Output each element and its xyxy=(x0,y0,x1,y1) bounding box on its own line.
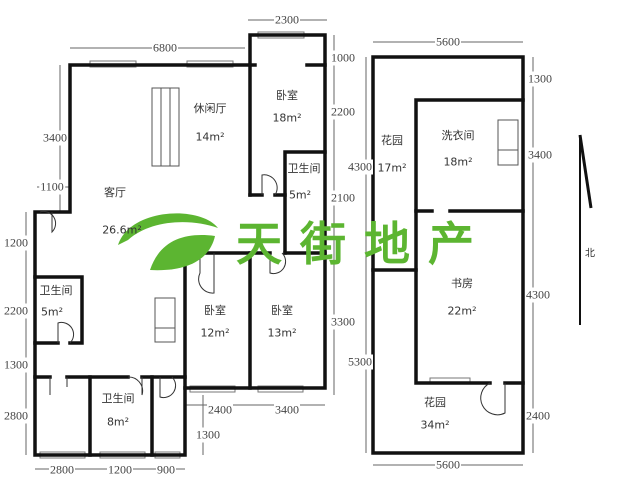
room-area-bedroom-13: 13m² xyxy=(267,326,297,340)
dim-label: 2800 xyxy=(49,462,75,478)
dim-label: 2300 xyxy=(274,12,300,28)
watermark-logo xyxy=(118,213,218,271)
dim-label: 1300 xyxy=(195,427,221,443)
room-name-bedroom-18: 卧室 xyxy=(276,89,298,102)
dim-label: 2400 xyxy=(525,408,551,424)
room-area-study: 22m² xyxy=(447,304,477,318)
dim-label: 4300 xyxy=(347,159,373,175)
dim-label: 6800 xyxy=(152,40,178,56)
walls xyxy=(33,33,525,457)
dim-label: 2200 xyxy=(330,104,356,120)
dim-label: 2100 xyxy=(330,190,356,206)
dim-label: 1200 xyxy=(3,235,29,251)
room-name-garden-17: 花园 xyxy=(381,134,403,147)
dim-label: 5600 xyxy=(435,34,461,50)
room-area-bedroom-18: 18m² xyxy=(272,111,302,125)
north-label: 北 xyxy=(585,248,595,260)
dim-label: 3400 xyxy=(527,147,553,163)
dim-label: 3300 xyxy=(330,314,356,330)
dim-label: 2200 xyxy=(3,303,29,319)
dim-label: 900 xyxy=(156,462,176,478)
room-name-living-room: 客厅 xyxy=(104,186,126,199)
stairs-icon xyxy=(151,87,519,343)
dim-label: 5600 xyxy=(435,457,461,473)
dim-label: 1200 xyxy=(107,462,133,478)
north-arrow-icon xyxy=(578,134,593,325)
room-area-garden-17: 17m² xyxy=(377,161,407,175)
room-name-bathroom-5a: 卫生间 xyxy=(287,162,321,175)
dim-label: 1000 xyxy=(330,50,356,66)
room-name-bedroom-13: 卧室 xyxy=(271,304,293,317)
room-name-bedroom-12: 卧室 xyxy=(204,304,226,317)
dim-label: 1300 xyxy=(3,357,29,373)
dim-label: 1300 xyxy=(527,71,553,87)
dim-label: 5300 xyxy=(347,354,373,370)
dimension-lines xyxy=(25,19,534,470)
room-area-lounge: 14m² xyxy=(195,130,225,144)
room-area-bathroom-5a: 5m² xyxy=(288,188,312,202)
room-name-study: 书房 xyxy=(451,277,473,290)
dim-label: 3400 xyxy=(42,130,68,146)
room-name-garden-34: 花园 xyxy=(424,396,446,409)
dim-label: 2400 xyxy=(207,402,233,418)
room-name-lounge: 休闲厅 xyxy=(193,102,227,115)
room-name-laundry: 洗衣间 xyxy=(441,129,475,142)
room-area-garden-34: 34m² xyxy=(420,418,450,432)
dim-label: 2800 xyxy=(3,408,29,424)
room-area-bedroom-12: 12m² xyxy=(200,326,230,340)
room-name-bathroom-5b: 卫生间 xyxy=(39,284,73,297)
room-area-laundry: 18m² xyxy=(443,155,473,169)
room-area-bathroom-8: 8m² xyxy=(106,415,130,429)
dim-label: 3400 xyxy=(274,402,300,418)
room-area-bathroom-5b: 5m² xyxy=(40,305,64,319)
doors xyxy=(39,174,506,416)
room-area-living-room: 26.6m² xyxy=(102,223,142,237)
dim-label: 1100 xyxy=(39,179,65,195)
room-name-bathroom-8: 卫生间 xyxy=(101,392,135,405)
watermark-text: 天街地产 xyxy=(236,217,492,271)
dim-label: 4300 xyxy=(525,287,551,303)
